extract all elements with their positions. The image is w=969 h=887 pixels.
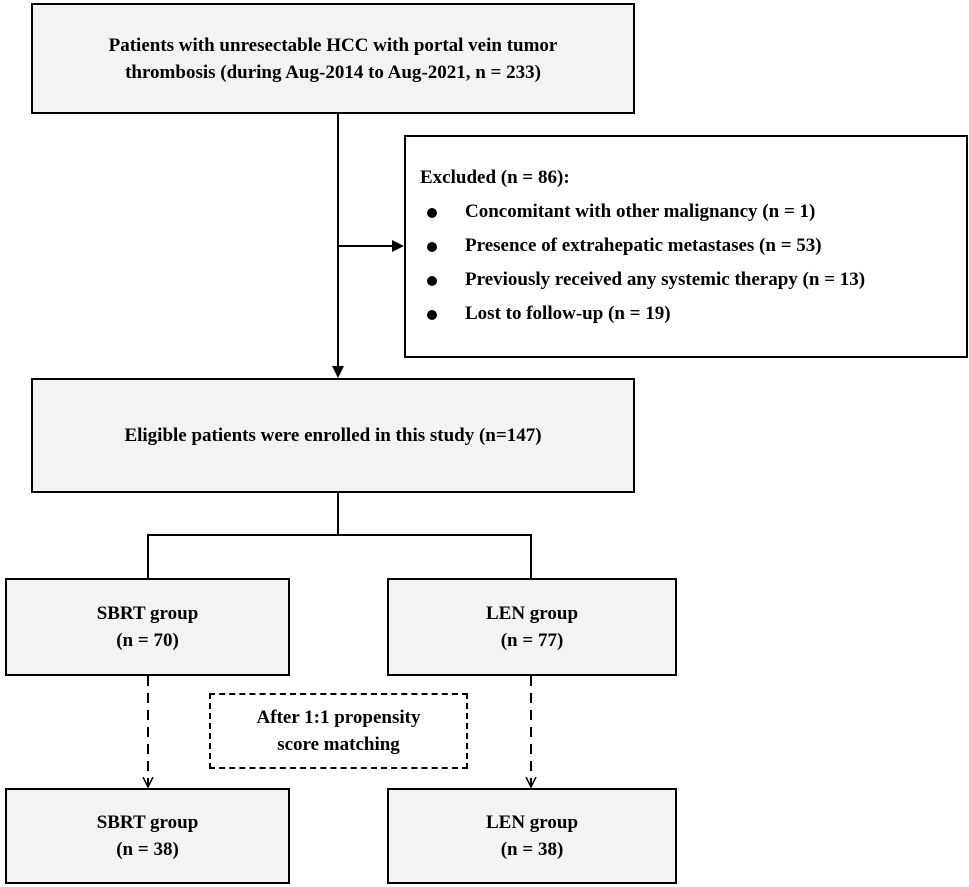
len-after-label: LEN group — [485, 812, 579, 833]
sbrt-group-after-box: SBRT group (n = 38) — [5, 788, 290, 884]
initial-patients-box: Patients with unresectable HCC with port… — [31, 3, 635, 114]
excluded-item: Previously received any systemic therapy… — [420, 263, 952, 297]
propensity-line1: After 1:1 propensity — [256, 707, 421, 728]
excluded-item: Presence of extrahepatic metastases (n =… — [420, 229, 952, 263]
excluded-box: Excluded (n = 86): Concomitant with othe… — [404, 135, 968, 358]
bullet-icon — [427, 310, 437, 320]
bullet-icon — [427, 276, 437, 286]
excluded-item: Lost to follow-up (n = 19) — [420, 297, 952, 331]
sbrt-after-count: (n = 38) — [116, 839, 179, 860]
excluded-list: Concomitant with other malignancy (n = 1… — [420, 195, 952, 331]
propensity-matching-box: After 1:1 propensity score matching — [209, 693, 468, 769]
len-group-before-box: LEN group (n = 77) — [387, 578, 677, 676]
sbrt-after-label: SBRT group — [96, 812, 199, 833]
bullet-icon — [427, 208, 437, 218]
sbrt-before-count: (n = 70) — [116, 630, 179, 651]
bullet-icon — [427, 242, 437, 252]
initial-patients-line1: Patients with unresectable HCC with port… — [108, 34, 558, 56]
len-before-count: (n = 77) — [500, 630, 564, 651]
eligible-patients-text: Eligible patients were enrolled in this … — [124, 425, 542, 446]
len-after-count: (n = 38) — [500, 839, 564, 860]
sbrt-before-label: SBRT group — [96, 603, 199, 624]
propensity-line2: score matching — [277, 734, 400, 755]
eligible-patients-box: Eligible patients were enrolled in this … — [31, 378, 635, 493]
excluded-item: Concomitant with other malignancy (n = 1… — [420, 195, 952, 229]
len-group-after-box: LEN group (n = 38) — [387, 788, 677, 884]
excluded-heading: Excluded (n = 86): — [420, 167, 570, 188]
initial-patients-line2: thrombosis (during Aug-2014 to Aug-2021,… — [125, 61, 541, 83]
sbrt-group-before-box: SBRT group (n = 70) — [5, 578, 290, 676]
len-before-label: LEN group — [485, 603, 579, 624]
